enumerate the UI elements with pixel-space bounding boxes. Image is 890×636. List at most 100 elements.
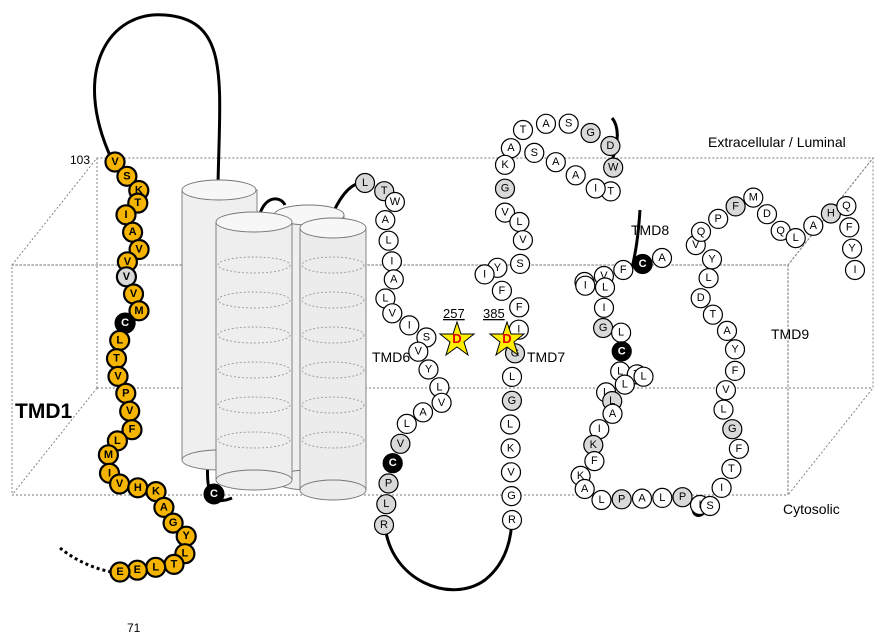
residue: G	[502, 487, 521, 506]
residue: V	[432, 393, 451, 412]
residue-letter: V	[519, 234, 527, 246]
residue-letter: L	[182, 548, 189, 560]
residue: V	[716, 381, 735, 400]
residue: G	[594, 319, 613, 338]
active-site-257: D	[440, 322, 474, 355]
residue: F	[840, 218, 859, 237]
residue-letter: P	[679, 491, 686, 503]
residue-letter: A	[390, 273, 398, 285]
tmd8-residues: ACFVAILIGLCLTLLLLAIKFKALPALPI	[571, 249, 709, 515]
loop-cysteine: C	[205, 485, 224, 504]
residue: E	[111, 563, 130, 582]
residue-letter: P	[122, 387, 129, 399]
residue-letter: W	[608, 162, 619, 174]
residue-letter: D	[606, 140, 614, 152]
residue-letter: L	[362, 177, 368, 189]
residue: L	[596, 278, 615, 297]
residue: H	[128, 478, 147, 497]
residue: S	[525, 143, 544, 162]
residue-letter: L	[383, 498, 389, 510]
residue-letter: S	[423, 332, 430, 344]
residue: I	[595, 298, 614, 317]
residue: L	[379, 231, 398, 250]
residue-letter: D	[697, 292, 705, 304]
residue-letter: L	[404, 418, 410, 430]
residue: L	[699, 269, 718, 288]
residue-letter: I	[720, 482, 723, 494]
residue-letter: A	[160, 501, 168, 513]
residue-letter: L	[382, 293, 388, 305]
residue: I	[400, 316, 419, 335]
residue-letter: S	[706, 500, 713, 512]
residue: L	[714, 400, 733, 419]
residue-letter: P	[715, 213, 722, 225]
residue: F	[585, 452, 604, 471]
residue-letter: K	[501, 159, 509, 171]
residue-letter: L	[640, 371, 646, 383]
residue-letter: A	[542, 118, 550, 130]
residue-letter: F	[129, 424, 136, 436]
residue-letter: F	[736, 443, 743, 455]
residue: V	[383, 304, 402, 323]
residue-letter: V	[123, 271, 131, 283]
residue-letter: A	[609, 408, 617, 420]
residue-letter: Y	[183, 530, 191, 542]
residue: Q	[692, 222, 711, 241]
residue-letter: I	[602, 302, 605, 314]
residue-letter: H	[134, 482, 142, 494]
residue-letter: S	[123, 170, 130, 182]
residue-letter: D	[763, 208, 771, 220]
residue-letter: K	[590, 439, 598, 451]
residue: G	[496, 179, 515, 198]
residue: R	[375, 516, 394, 535]
residue: D	[601, 137, 620, 156]
residue-letter: V	[124, 256, 132, 268]
tmd1-label: TMD1	[15, 400, 72, 423]
residue: A	[603, 404, 622, 423]
residue-letter: M	[749, 192, 758, 204]
residue: A	[653, 249, 672, 268]
residue-letter: G	[586, 127, 595, 139]
residue-letter: V	[501, 207, 509, 219]
residue: I	[382, 252, 401, 271]
residue-letter: V	[135, 244, 143, 256]
residue-letter: V	[389, 307, 397, 319]
residue-letter: I	[853, 264, 856, 276]
residue-letter: G	[599, 322, 608, 334]
residue-letter: M	[104, 449, 113, 461]
tmd9-label: TMD9	[771, 326, 809, 342]
residue: V	[513, 231, 532, 250]
residue: A	[384, 270, 403, 289]
residue: A	[718, 321, 737, 340]
residue-letter: L	[386, 235, 392, 247]
residue-number-385: 385	[483, 306, 505, 321]
residue-letter: A	[638, 493, 646, 505]
residue: Y	[177, 527, 196, 546]
residue-letter: K	[507, 442, 515, 454]
tmd1-residues: VSKTIAVVVVMCLTVPVFLMIVHKAGYLTLEE	[99, 153, 196, 582]
residue-letter: A	[658, 252, 666, 264]
residue-letter: F	[499, 285, 506, 297]
residue-letter: V	[116, 478, 124, 490]
residue-letter: L	[598, 494, 604, 506]
residue-letter: Y	[708, 253, 716, 265]
residue: F	[726, 197, 745, 216]
residue-letter: Q	[776, 225, 785, 237]
residue: A	[566, 166, 585, 185]
residue: A	[123, 223, 142, 242]
residue: I	[576, 276, 595, 295]
residue: A	[537, 114, 556, 133]
residue-letter: C	[639, 258, 647, 270]
residue: A	[804, 216, 823, 235]
residue: I	[846, 261, 865, 280]
residue-letter: V	[507, 466, 515, 478]
residue: A	[414, 403, 433, 422]
residue-letter: V	[130, 288, 138, 300]
residue-letter: R	[380, 519, 388, 531]
active-site-letter: D	[502, 331, 511, 346]
residue: I	[712, 478, 731, 497]
residue: C	[612, 342, 631, 361]
residue: Y	[726, 340, 745, 359]
residue-letter: I	[584, 280, 587, 292]
residue: I	[586, 179, 605, 198]
